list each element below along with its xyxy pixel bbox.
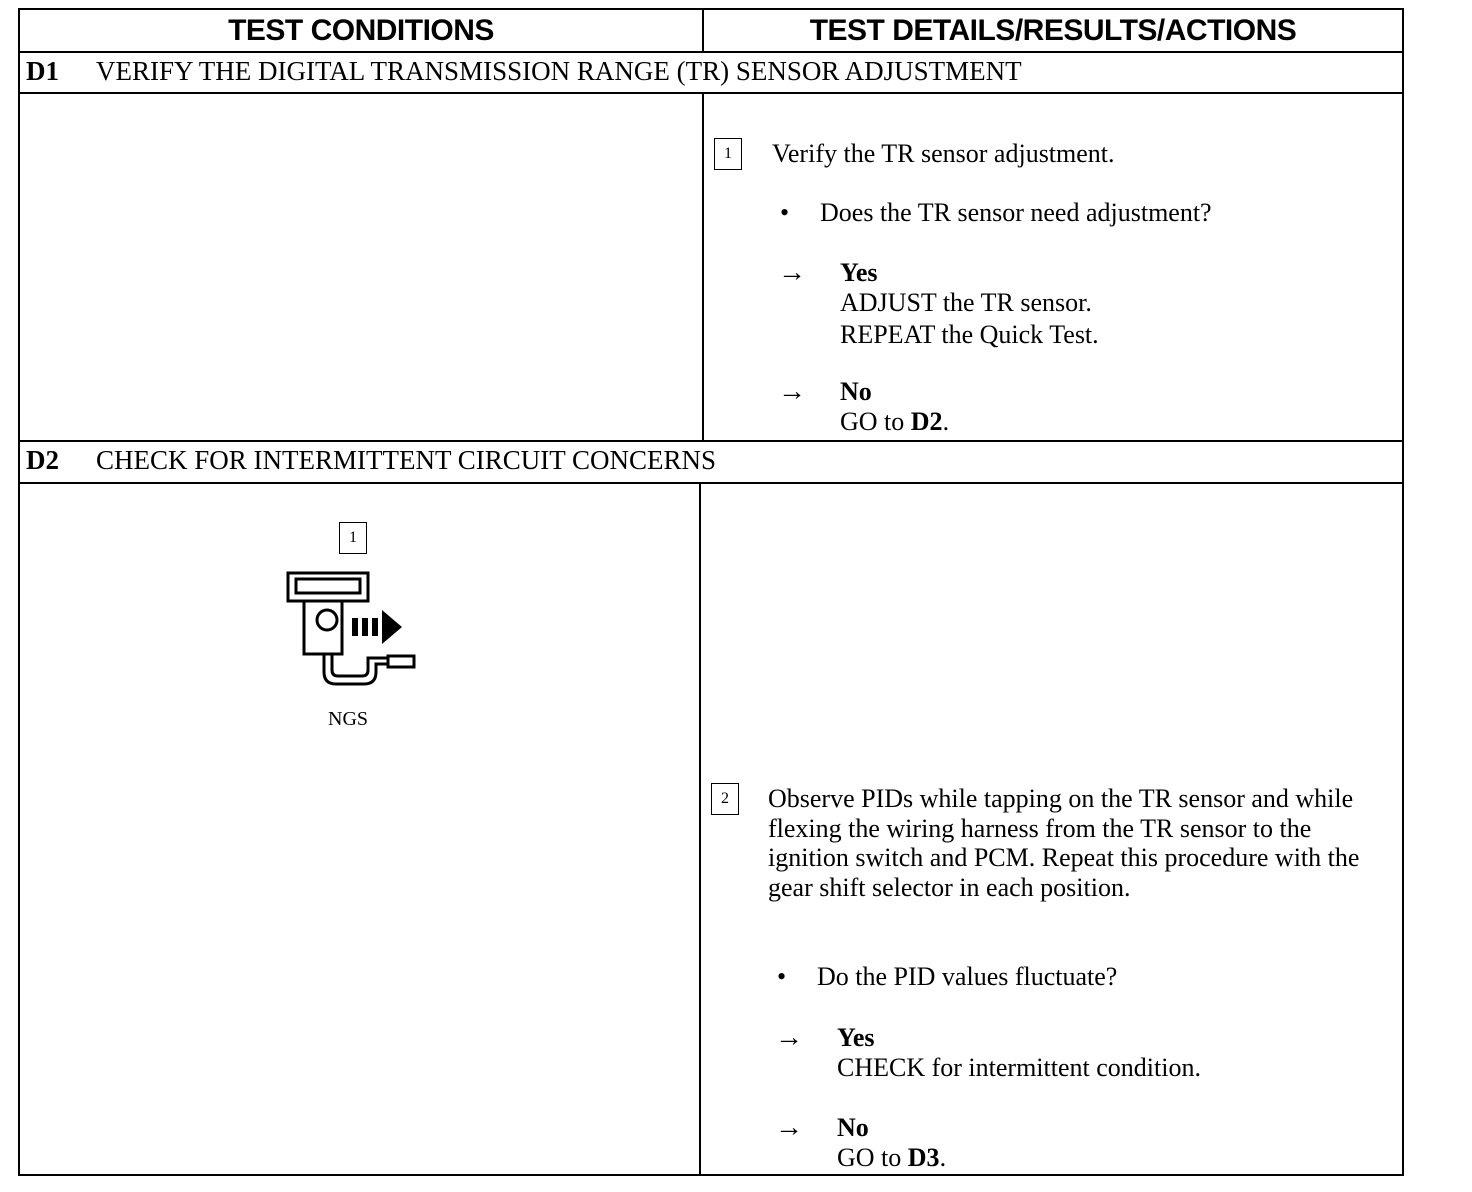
d2-yes-arrow: →	[775, 1022, 803, 1053]
header-test-details: TEST DETAILS/RESULTS/ACTIONS	[809, 14, 1297, 47]
d1-id: D1	[26, 56, 59, 86]
d1-yes-label: Yes	[840, 258, 878, 287]
test-table	[18, 8, 1404, 1176]
d2-yes-label: Yes	[837, 1023, 875, 1052]
d2-title: CHECK FOR INTERMITTENT CIRCUIT CONCERNS	[96, 445, 717, 475]
d1-yes-action-1: ADJUST the TR sensor.	[840, 288, 1092, 317]
d1-bullet: •	[780, 198, 790, 227]
column-divider-d2	[699, 482, 701, 1176]
d1-no-target: D2	[910, 407, 943, 436]
d2-no-prefix: GO to	[837, 1143, 902, 1172]
d2-question: Do the PID values fluctuate?	[817, 962, 1118, 991]
d2-bullet: •	[777, 962, 787, 991]
d2-no-action: GO to D3.	[837, 1143, 946, 1173]
ngs-tester-icon	[286, 571, 416, 686]
header-test-conditions: TEST CONDITIONS	[228, 14, 494, 47]
d2-id: D2	[26, 445, 59, 475]
d2-top-divider	[18, 440, 1404, 442]
d2-no-target: D3	[907, 1143, 940, 1172]
d1-yes-arrow: →	[778, 257, 806, 288]
column-divider-header	[702, 8, 704, 52]
d1-question: Does the TR sensor need adjustment?	[820, 198, 1212, 227]
d1-no-action: GO to D2.	[840, 407, 949, 437]
d2-step-text: Observe PIDs while tapping on the TR sen…	[768, 784, 1360, 902]
d2-no-suffix: .	[939, 1143, 947, 1172]
d1-title: VERIFY THE DIGITAL TRANSMISSION RANGE (T…	[96, 56, 1022, 86]
d2-yes-action: CHECK for intermittent condition.	[837, 1053, 1201, 1082]
d2-condition-step-box: 1	[339, 522, 367, 554]
d1-step-text: Verify the TR sensor adjustment.	[772, 139, 1115, 168]
column-divider-d1	[702, 92, 704, 441]
header-divider	[18, 51, 1404, 53]
ngs-tool-label: NGS	[328, 708, 369, 730]
d2-step-number-box: 2	[711, 783, 739, 815]
d2-title-divider	[18, 482, 1404, 484]
d2-section-title: D2 CHECK FOR INTERMITTENT CIRCUIT CONCERN…	[26, 445, 716, 476]
d1-yes-action-2: REPEAT the Quick Test.	[840, 320, 1099, 349]
d1-step-number-box: 1	[714, 138, 742, 170]
d1-section-title: D1 VERIFY THE DIGITAL TRANSMISSION RANGE …	[26, 56, 1022, 87]
d1-no-arrow: →	[778, 376, 806, 407]
d2-no-label: No	[837, 1113, 869, 1142]
d1-no-prefix: GO to	[840, 407, 905, 436]
d1-title-divider	[18, 92, 1404, 94]
d1-no-suffix: .	[942, 407, 950, 436]
d2-no-arrow: →	[775, 1112, 803, 1143]
d1-no-label: No	[840, 377, 872, 406]
